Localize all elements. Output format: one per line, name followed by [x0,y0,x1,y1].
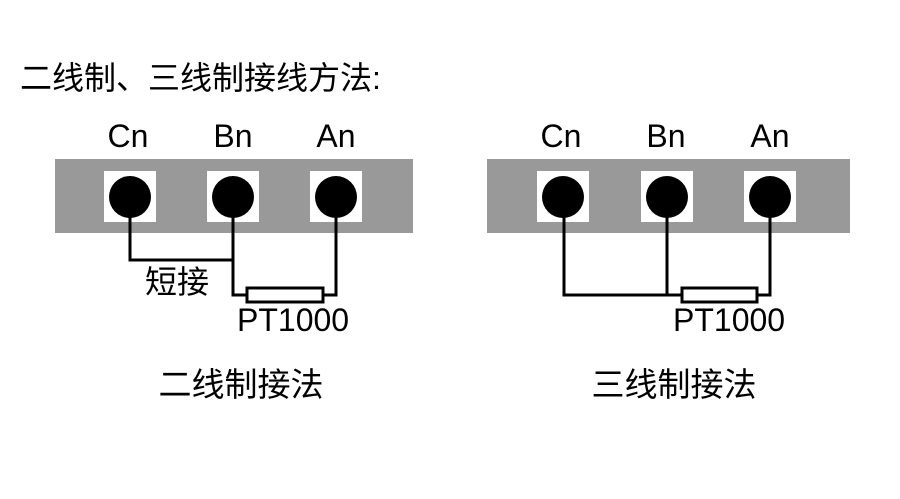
terminal-label-cn: Cn [107,118,149,154]
terminal-label-bn: Bn [213,118,253,154]
terminal-label-an: An [750,118,790,154]
diagram-caption: 三线制接法 [591,366,757,403]
terminal-dot-bn [212,175,254,218]
terminal-label-an: An [316,118,356,154]
terminal-pad-cn [537,171,589,222]
terminal-pad-bn [641,171,693,222]
terminal-pad-cn [104,171,156,222]
short-link-label: 短接 [145,264,210,300]
terminal-pad-bn [207,171,259,222]
terminal-dot-bn [646,175,688,218]
sensor-label: PT1000 [237,302,350,338]
terminal-label-cn: Cn [540,118,582,154]
diagram-caption: 二线制接法 [158,366,324,403]
terminal-dot-cn [542,175,584,218]
terminal-label-bn: Bn [646,118,686,154]
terminal-dot-an [315,175,357,218]
terminal-pad-an [310,171,362,222]
terminal-dot-an [749,175,791,218]
terminal-pad-an [744,171,796,222]
sensor-label: PT1000 [673,302,786,338]
terminal-dot-cn [109,175,151,218]
figure-title: 二线制、三线制接线方法: [20,60,381,96]
